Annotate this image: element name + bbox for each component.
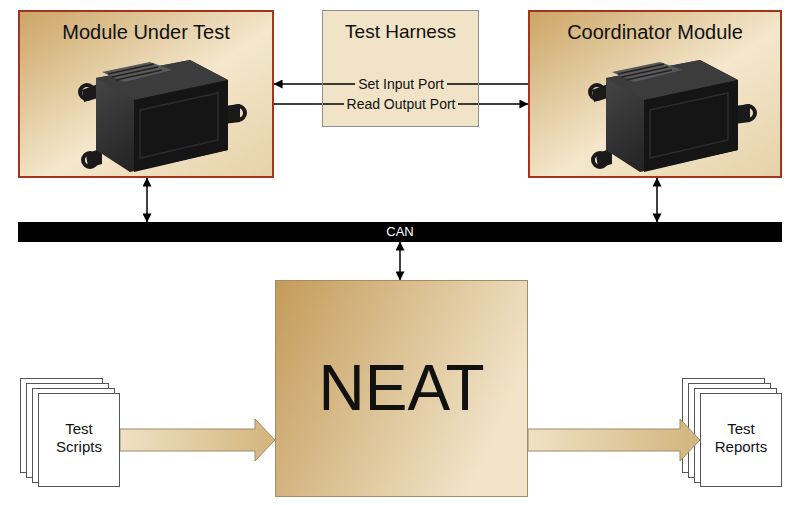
connector-arrow xyxy=(146,178,148,222)
ecu-illustration xyxy=(590,60,755,172)
port-label: Set Input Port xyxy=(355,76,447,93)
box-fill xyxy=(275,280,528,497)
block-arrow xyxy=(528,419,700,461)
node-text: Module Under Test xyxy=(62,20,230,44)
module-box: Coordinator Module xyxy=(528,10,782,178)
node-text: CAN xyxy=(386,224,413,240)
box-fill xyxy=(18,10,274,178)
connector-arrow xyxy=(399,242,401,280)
node-text: Test Scripts xyxy=(48,420,110,456)
node-text: Test Harness xyxy=(345,21,456,44)
port-label: Read Output Port xyxy=(344,96,459,113)
document-page: Test Reports xyxy=(700,393,782,487)
ecu-illustration xyxy=(80,60,245,172)
module-box: Module Under Test xyxy=(18,10,274,178)
box-fill xyxy=(528,10,782,178)
neat-box: NEAT xyxy=(275,280,528,497)
node-text: Test Reports xyxy=(710,420,772,456)
document-page: Test Scripts xyxy=(38,393,120,487)
can-bus: CAN xyxy=(18,222,782,242)
box-fill xyxy=(322,10,479,127)
node-text: NEAT xyxy=(319,350,485,427)
connector-arrow xyxy=(656,178,658,222)
block-arrow xyxy=(120,419,275,461)
node-text: Coordinator Module xyxy=(567,20,743,44)
